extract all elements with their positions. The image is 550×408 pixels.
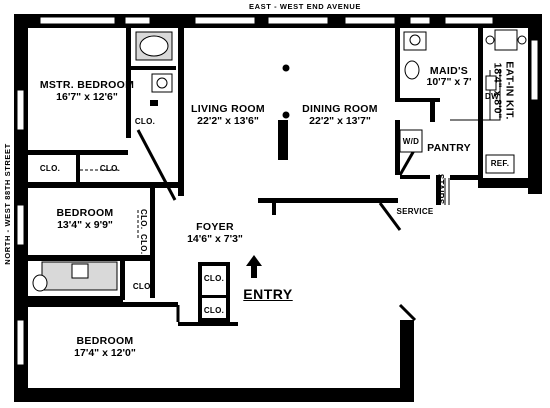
living-room-dims: 22'2" x 13'6": [197, 115, 259, 127]
table-icon: [494, 29, 518, 51]
windows-left: [16, 89, 25, 366]
closet-master-2: CLO.: [99, 164, 121, 173]
kitchen-dims: 18'4" x 8'0": [491, 62, 504, 119]
footer-note: ALL DIMENSIONS ARE APPROXIMATE: [55, 396, 185, 403]
master-bedroom-name: MSTR. BEDROOM: [39, 79, 135, 91]
master-bedroom-dims: 16'7" x 12'6": [56, 91, 118, 103]
closet-master-1: CLO.: [39, 164, 61, 173]
stairs-icon: [444, 178, 450, 205]
entry-arrow-icon: [246, 255, 262, 278]
bedroom-2-name: BEDROOM: [76, 335, 134, 347]
fixtures: [32, 29, 527, 292]
windows-top: [39, 16, 494, 25]
dishwasher-label: DW: [485, 92, 499, 101]
wall-right-lower: [478, 178, 542, 188]
maids-room-dims: 10'7" x 7': [426, 76, 472, 88]
closet-living: CLO.: [134, 117, 156, 126]
stove-icon: [485, 75, 497, 91]
stairs-label: STAIRS: [436, 173, 446, 205]
closet-foyer-1: CLO.: [203, 274, 225, 283]
bedroom-1-name: BEDROOM: [56, 207, 114, 219]
windows-right: [530, 39, 539, 101]
dining-room-name: DINING ROOM: [302, 103, 378, 115]
closet-bedroom-1b: CLO.: [139, 234, 149, 255]
bedroom-1-dims: 13'4" x 9'9": [57, 219, 113, 231]
wall-bottom: [14, 388, 414, 402]
service-label: SERVICE: [396, 207, 434, 216]
closet-bath: CLO.: [132, 282, 154, 291]
interior-walls: [28, 28, 483, 326]
refrigerator-icon: [485, 154, 515, 174]
street-top: EAST - WEST END AVENUE: [249, 2, 361, 11]
toilet-icon: [404, 60, 420, 80]
washer-dryer-label: W/D: [402, 137, 420, 146]
refrigerator-label: REF.: [490, 159, 510, 168]
maids-room-name: MAID'S: [429, 65, 469, 77]
dining-room-dims: 22'2" x 13'7": [309, 115, 371, 127]
entry-label: ENTRY: [243, 286, 293, 302]
wall-bottom-right: [400, 320, 414, 388]
foyer-name: FOYER: [196, 221, 234, 233]
kitchen-name: EAT-IN KIT.: [503, 61, 516, 120]
pantry-name: PANTRY: [427, 142, 471, 154]
foyer-dims: 14'6" x 7'3": [187, 233, 243, 245]
bedroom-2-dims: 17'4" x 12'0": [74, 347, 136, 359]
street-left: NORTH - WEST 88TH STREET: [3, 143, 13, 265]
bathroom-toilet-icon: [32, 274, 48, 292]
living-room-name: LIVING ROOM: [191, 103, 265, 115]
washer-dryer-icon: [399, 129, 423, 153]
closet-foyer-2: CLO.: [203, 306, 225, 315]
